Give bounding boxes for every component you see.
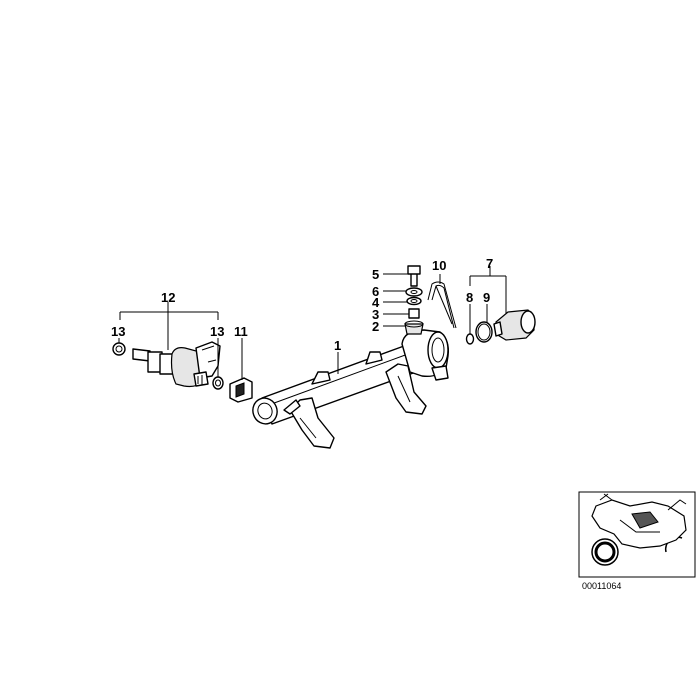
part-3-bushing — [408, 308, 420, 319]
callout-1: 1 — [334, 338, 341, 353]
part-13-oring-left — [112, 342, 126, 356]
callout-7: 7 — [486, 256, 493, 271]
part-9-oring — [475, 321, 493, 343]
part-2-mount — [404, 323, 424, 335]
part-12-injector — [112, 341, 224, 390]
part-6-washer — [405, 287, 423, 297]
part-13-oring-right — [212, 376, 224, 390]
motorcycle-thumbnail: 00011064 — [578, 491, 696, 591]
part-11-clip — [229, 377, 253, 403]
callout-2: 2 — [372, 319, 379, 334]
callout-13-right: 13 — [210, 324, 224, 339]
callout-8: 8 — [466, 290, 473, 305]
callout-3: 3 — [372, 307, 379, 322]
part-4-washer — [406, 296, 422, 306]
leader-lines — [118, 266, 507, 380]
parts-7-9-regulator — [465, 309, 536, 345]
callout-4: 4 — [372, 295, 380, 310]
callout-13-left: 13 — [111, 324, 125, 339]
part-10-clip — [427, 281, 457, 329]
callout-6: 6 — [372, 284, 379, 299]
thumbnail-reference-code: 00011064 — [582, 581, 621, 591]
part-5-bolt — [407, 265, 421, 287]
callout-5: 5 — [372, 267, 379, 282]
part-8-oring — [465, 333, 475, 345]
parts-2-6-stack — [404, 265, 424, 335]
callout-11: 11 — [234, 324, 248, 339]
callout-9: 9 — [483, 290, 490, 305]
callout-12: 12 — [161, 290, 175, 305]
callouts: 12 13 13 11 1 5 6 4 3 2 10 7 8 9 — [111, 256, 493, 353]
part-1-fuel-rail — [252, 329, 450, 449]
callout-10: 10 — [432, 258, 446, 273]
rear-wheel-icon — [591, 538, 619, 566]
